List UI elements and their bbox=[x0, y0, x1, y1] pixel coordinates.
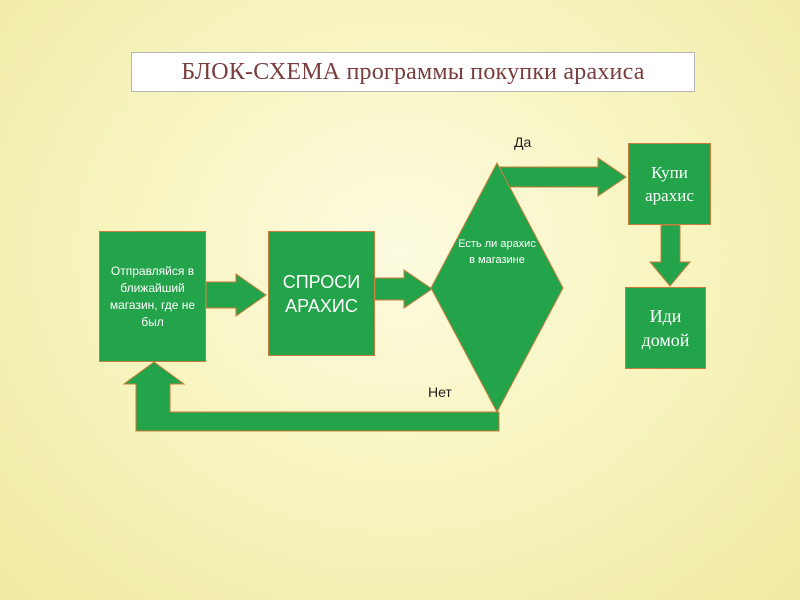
decision-diamond bbox=[430, 161, 564, 414]
arrow-yes-to-buy bbox=[496, 157, 627, 197]
start-node-label: Отправляйся в ближайший магазин, где не … bbox=[109, 263, 196, 329]
no-label: Нет bbox=[428, 384, 452, 400]
yes-label: Да bbox=[514, 134, 532, 150]
home-node-label: Иди домой bbox=[641, 306, 690, 350]
buy-node-label: Купи арахис bbox=[645, 163, 694, 205]
home-node: Иди домой bbox=[625, 287, 706, 369]
diagram-title: БЛОК-СХЕМА программы покупки арахиса bbox=[131, 52, 695, 92]
ask-node-label: СПРОСИ АРАХИС bbox=[282, 271, 361, 316]
arrow-start-to-ask bbox=[205, 273, 267, 317]
arrow-no-loop-back bbox=[122, 361, 500, 432]
buy-node: Купи арахис bbox=[628, 143, 711, 225]
start-node: Отправляйся в ближайший магазин, где не … bbox=[99, 231, 206, 362]
arrow-ask-to-decision bbox=[374, 269, 433, 309]
arrow-buy-to-home bbox=[648, 224, 692, 287]
ask-node: СПРОСИ АРАХИС bbox=[268, 231, 375, 356]
decision-label: Есть ли арахис в магазине bbox=[458, 238, 536, 266]
